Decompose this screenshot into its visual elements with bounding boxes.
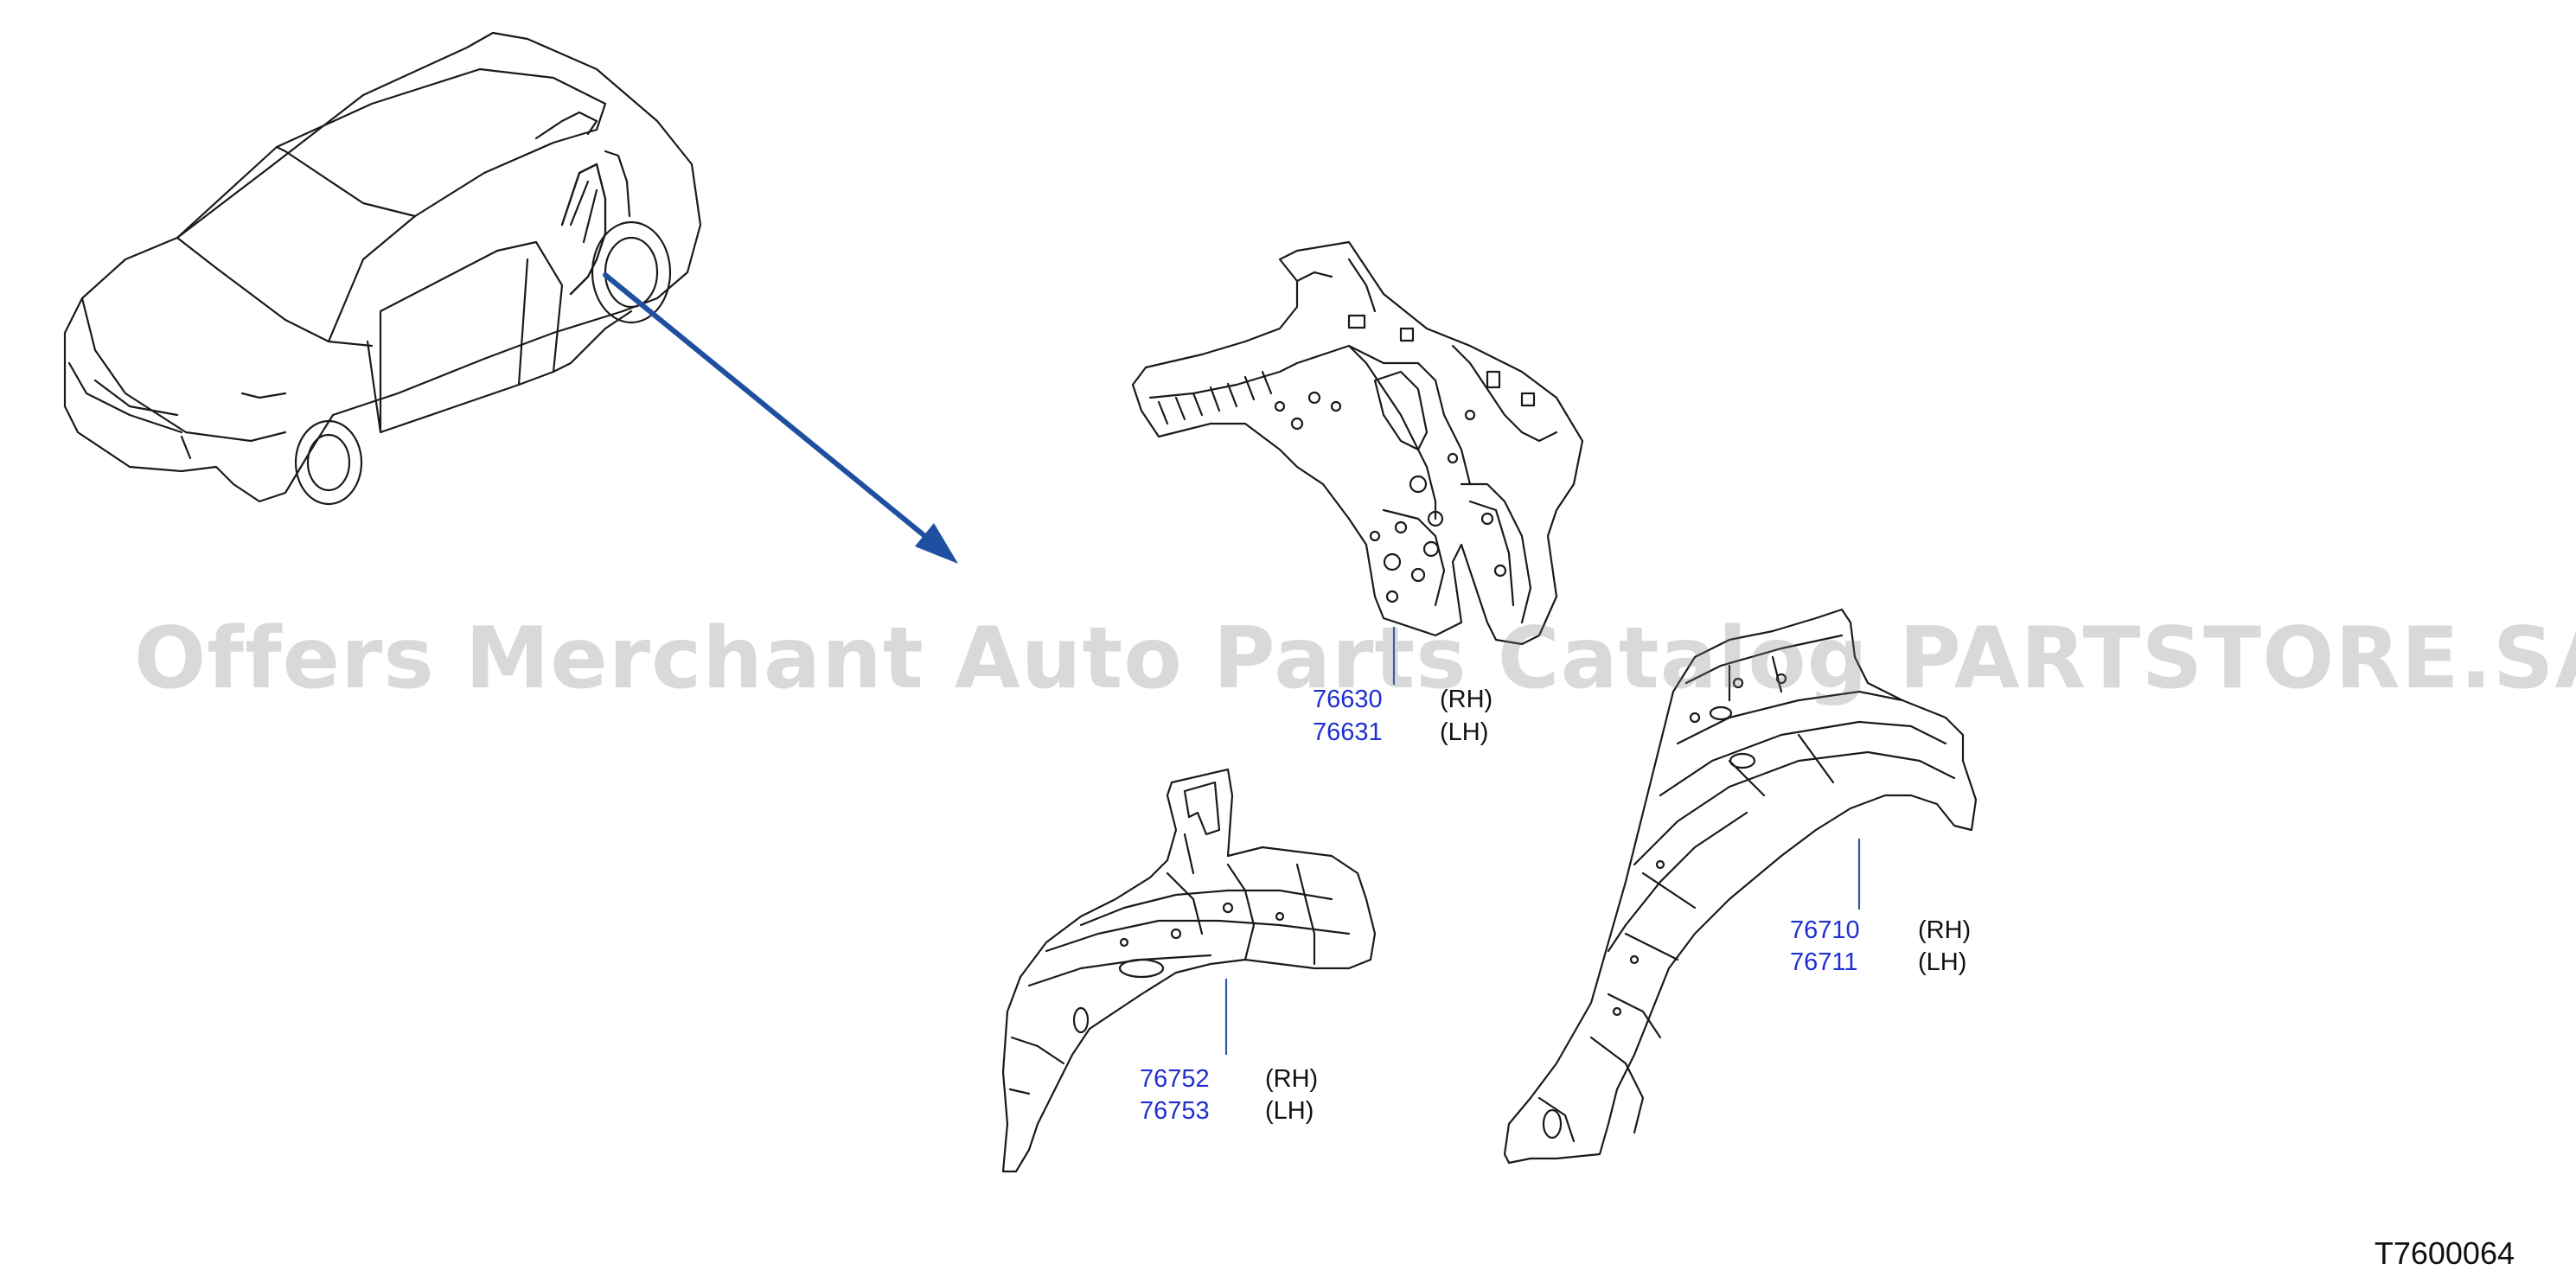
part-side-lh-76631: (LH) [1440,718,1489,746]
part-wheel-house-outer [1503,608,1978,1165]
car-illustration [63,31,702,506]
part-side-rh-76630: (RH) [1440,686,1493,713]
part-inner-rear-panel [1131,240,1584,646]
part-side-lh-76753: (LH) [1265,1097,1314,1125]
part-number-76630[interactable]: 76630 [1313,686,1383,713]
part-number-76631[interactable]: 76631 [1313,718,1383,746]
part-number-76753[interactable]: 76753 [1140,1097,1210,1125]
part-side-rh-76710: (RH) [1918,916,1972,944]
part-number-76711[interactable]: 76711 [1790,948,1858,976]
part-side-rh-76752: (RH) [1265,1065,1319,1093]
watermark: Offers Merchant Auto Parts Catalog PARTS… [134,610,2576,708]
part-wheel-house-inner [1001,768,1377,1173]
part-side-lh-76711: (LH) [1918,948,1967,976]
drawing-code: T7600064 [2374,1235,2515,1271]
part-number-76752[interactable]: 76752 [1140,1065,1210,1093]
part-number-76710[interactable]: 76710 [1790,916,1860,944]
direction-arrow [603,272,958,564]
